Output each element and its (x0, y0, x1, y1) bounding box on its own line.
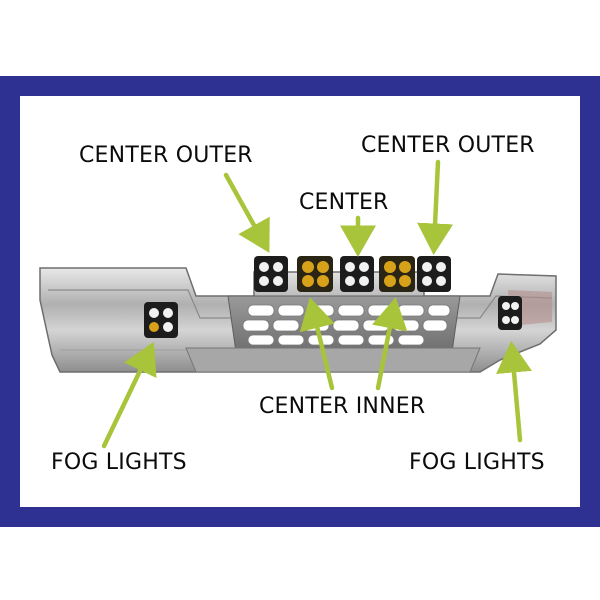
center-outer-right-light (417, 256, 451, 292)
label-center-outer-left: CENTER OUTER (79, 143, 253, 168)
arrow-fog-left (101, 341, 157, 449)
grille-openings (242, 304, 451, 346)
label-center: CENTER (299, 190, 389, 215)
arrow-fog-right (496, 341, 532, 443)
pointer-arrows (101, 159, 532, 449)
arrow-center-outer-left (223, 172, 270, 253)
label-fog-lights-left: FOG LIGHTS (51, 450, 187, 475)
fog-light-left (144, 302, 178, 338)
fog-light-right (498, 296, 522, 330)
arrow-center-inner-right (372, 297, 408, 391)
label-center-outer-right: CENTER OUTER (361, 133, 535, 158)
arrow-center-outer-right (417, 159, 454, 255)
center-outer-left-light (254, 256, 288, 292)
center-inner-left-light (297, 256, 333, 292)
arrow-center-inner-left (299, 297, 335, 391)
label-center-inner: CENTER INNER (259, 394, 426, 419)
center-inner-right-light (379, 256, 415, 292)
center-light (340, 256, 374, 292)
label-fog-lights-right: FOG LIGHTS (409, 450, 545, 475)
